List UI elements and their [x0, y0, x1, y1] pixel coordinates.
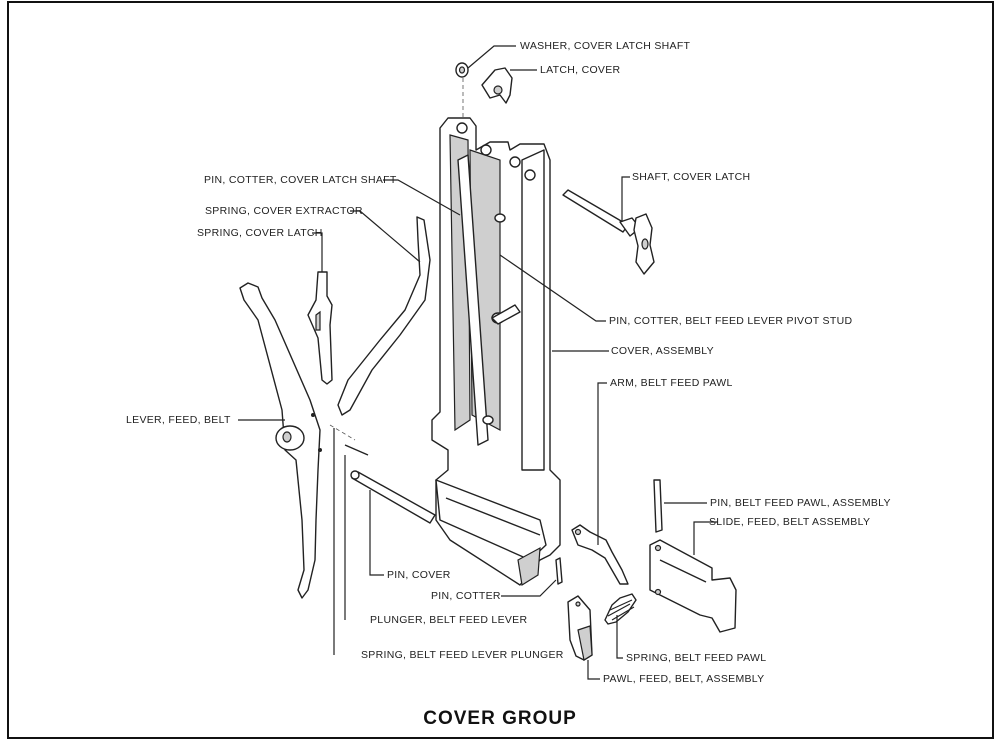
page-title: COVER GROUP: [423, 708, 577, 729]
spring-cover-extractor-part: [337, 216, 431, 416]
slide-feed-belt-part: [649, 539, 737, 633]
washer-part: [455, 62, 469, 78]
label-pin-cover: PIN, COVER: [387, 569, 451, 581]
label-spring-belt-feed-pawl: SPRING, BELT FEED PAWL: [626, 652, 767, 664]
pin-cotter-part: [555, 557, 563, 585]
lever-feed-belt-part: [239, 282, 322, 599]
label-lever-feed-belt: LEVER, FEED, BELT: [126, 414, 231, 426]
label-latch-cover: LATCH, COVER: [540, 64, 621, 76]
label-washer-cover-latch-shaft: WASHER, COVER LATCH SHAFT: [520, 40, 691, 52]
label-pin-cotter-belt-feed-lever-pivot-stud: PIN, COTTER, BELT FEED LEVER PIVOT STUD: [609, 315, 853, 327]
label-arm-belt-feed-pawl: ARM, BELT FEED PAWL: [610, 377, 733, 389]
label-pin-cotter: PIN, COTTER: [431, 590, 501, 602]
latch-cover-part: [481, 67, 513, 104]
label-spring-cover-extractor: SPRING, COVER EXTRACTOR: [205, 205, 363, 217]
cover-assembly-part: [431, 117, 561, 586]
label-pawl-feed-belt-assembly: PAWL, FEED, BELT, ASSEMBLY: [603, 673, 765, 685]
cotter-small-part: [344, 444, 369, 456]
assembly-axis-line: [329, 424, 356, 441]
pin-cover-part: [350, 470, 436, 524]
label-spring-cover-latch: SPRING, COVER LATCH: [197, 227, 323, 239]
pin-belt-feed-pawl-part: [653, 479, 663, 533]
label-spring-belt-feed-lever-plunger: SPRING, BELT FEED LEVER PLUNGER: [361, 649, 564, 661]
label-cover-assembly: COVER, ASSEMBLY: [611, 345, 714, 357]
shaft-cover-latch-part: [562, 189, 655, 275]
spring-belt-feed-pawl-part: [604, 593, 637, 625]
arm-belt-feed-pawl-part: [571, 524, 629, 585]
leader-lines: [238, 45, 718, 680]
pawl-feed-belt-part: [567, 595, 593, 661]
drawing-border: [7, 1, 994, 739]
label-pin-cotter-cover-latch-shaft: PIN, COTTER, COVER LATCH SHAFT: [204, 174, 397, 186]
label-plunger-belt-feed-lever: PLUNGER, BELT FEED LEVER: [370, 614, 528, 626]
label-slide-feed-belt-assembly: SLIDE, FEED, BELT ASSEMBLY: [709, 516, 871, 528]
label-pin-belt-feed-pawl-assembly: PIN, BELT FEED PAWL, ASSEMBLY: [710, 497, 891, 509]
spring-cover-latch-part: [307, 271, 333, 385]
label-shaft-cover-latch: SHAFT, COVER LATCH: [632, 171, 751, 183]
